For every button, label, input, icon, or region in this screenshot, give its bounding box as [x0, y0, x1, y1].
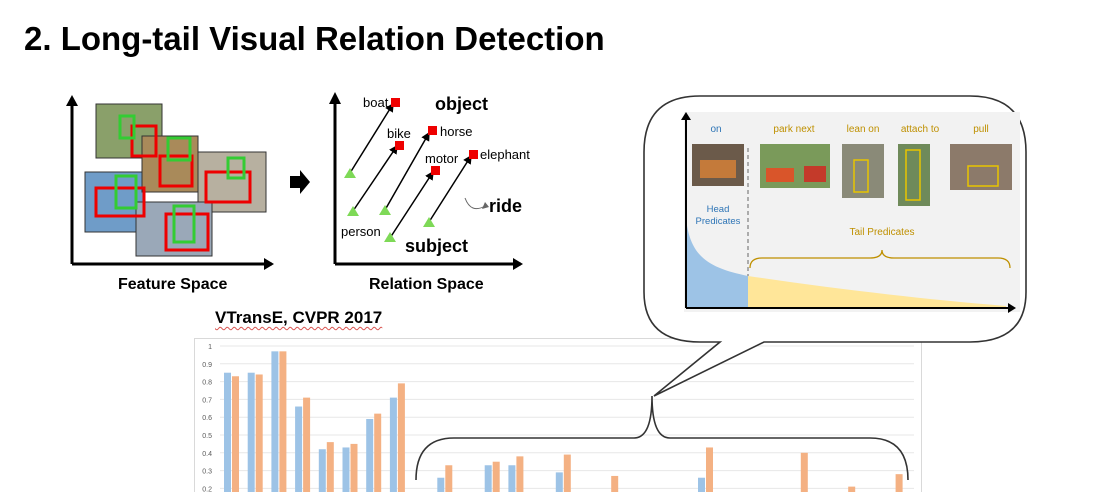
head-predicates-label-line1: Head: [707, 204, 730, 215]
chart-bar: [279, 351, 287, 492]
relation-label-ride: ride: [489, 196, 522, 216]
head-predicates-label-line2: Predicates: [696, 216, 741, 227]
predicate-accuracy-chart: 1 0.9 0.8 0.7 0.6 0.5 0.4 0.3 0.2: [194, 338, 922, 492]
chart-ytick-label: 0.8: [202, 380, 212, 387]
object-label-motor: motor: [425, 151, 459, 166]
paper-caption: VTransE, CVPR 2017: [215, 308, 383, 327]
chart-bar: [698, 477, 705, 492]
thumbnail-pull: [950, 144, 1012, 190]
chart-bar: [232, 376, 239, 492]
long-tail-distribution: on park next lean on attach to pull Head…: [681, 112, 1020, 313]
chart-bar: [484, 465, 492, 492]
chart-ytick-label: 0.5: [202, 433, 212, 440]
predicate-label-lean-on: lean on: [847, 124, 880, 135]
tail-predicates-label: Tail Predicates: [849, 227, 914, 238]
chart-bar: [508, 465, 516, 492]
chart-bar: [611, 475, 619, 492]
feature-space-caption: Feature Space: [118, 276, 228, 293]
chart-ytick-label: 0.9: [202, 362, 212, 369]
predicate-label-pull: pull: [973, 124, 989, 135]
chart-bar: [342, 447, 350, 492]
chart-bar: [895, 474, 903, 492]
chart-bar: [397, 383, 405, 492]
slide-title: 2. Long-tail Visual Relation Detection: [24, 20, 605, 57]
chart-bar: [563, 454, 571, 492]
chart-ytick-label: 0.7: [202, 397, 212, 404]
chart-bar: [326, 442, 334, 492]
relation-space-diagram: boat bike horse motor elephant object pe…: [329, 92, 530, 270]
chart-bar: [366, 418, 374, 492]
chart-bar: [295, 406, 303, 492]
chart-bar: [492, 461, 500, 492]
chart-bar: [848, 486, 856, 492]
chart-bar: [389, 397, 397, 492]
chart-ytick-label: 0.3: [202, 469, 212, 476]
predicate-label-park-next: park next: [773, 124, 814, 135]
object-label-boat: boat: [363, 95, 389, 110]
object-label-elephant: elephant: [480, 147, 530, 162]
object-label-horse: horse: [440, 124, 473, 139]
chart-bar: [800, 452, 808, 492]
subject-heading: subject: [405, 236, 468, 256]
chart-bar: [350, 443, 358, 492]
chart-bar: [255, 374, 263, 492]
thumbnail-attach-to: [898, 144, 930, 206]
chart-bar: [224, 372, 231, 492]
chart-ytick-label: 0.6: [202, 415, 212, 422]
chart-bar: [437, 477, 445, 492]
tail-brace: [415, 395, 909, 481]
predicate-label-attach-to: attach to: [901, 124, 940, 135]
chart-bar: [516, 456, 524, 492]
predicate-label-on: on: [710, 124, 721, 135]
chart-bar: [271, 351, 279, 492]
relation-space-caption: Relation Space: [369, 276, 484, 293]
chart-bar: [318, 449, 326, 492]
chart-bar: [374, 413, 382, 492]
chart-bar: [706, 447, 713, 492]
feature-space-diagram: [66, 95, 274, 270]
thumbnail-lean-on: [842, 144, 884, 198]
chart-ytick-label: 1: [208, 344, 212, 351]
chart-ytick-label: 0.4: [202, 451, 212, 458]
object-label-bike: bike: [387, 126, 411, 141]
chart-bar: [555, 472, 563, 492]
right-arrow-icon: [290, 170, 310, 194]
chart-bar: [303, 397, 311, 492]
subject-label-person: person: [341, 224, 381, 239]
object-heading: object: [435, 94, 488, 114]
chart-bar: [445, 465, 453, 492]
chart-ytick-label: 0.2: [202, 486, 212, 492]
chart-bar: [247, 372, 255, 492]
